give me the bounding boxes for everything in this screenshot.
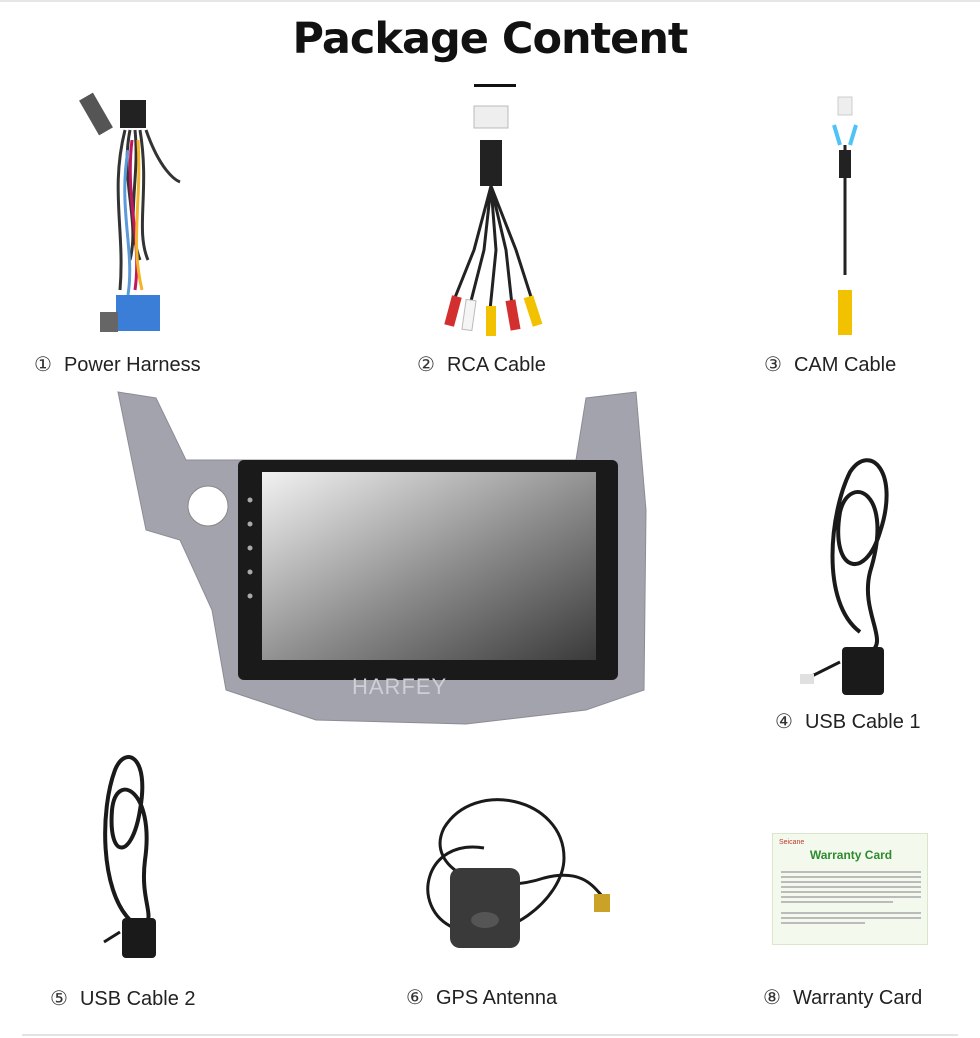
- car-radio-unit-image: [117, 391, 647, 725]
- caption-cam-cable: ③ CAM Cable: [764, 352, 896, 377]
- caption-usb-cable-1: ④ USB Cable 1: [775, 709, 921, 734]
- item-label: GPS Antenna: [435, 987, 558, 1009]
- item-label: USB Cable 1: [804, 711, 921, 733]
- item-number: ⑥: [406, 985, 424, 1009]
- caption-power-harness: ① Power Harness: [34, 352, 201, 377]
- caption-rca-cable: ② RCA Cable: [417, 352, 546, 377]
- item-label: Power Harness: [63, 354, 201, 376]
- caption-warranty-card: ⑧ Warranty Card: [763, 985, 922, 1010]
- warranty-card-text-lines: [781, 868, 921, 927]
- rca-cable-image: [444, 105, 543, 336]
- item-number: ③: [764, 352, 782, 376]
- caption-usb-cable-2: ⑤ USB Cable 2: [50, 986, 196, 1011]
- page-title: Package Content: [292, 14, 689, 64]
- item-number: ④: [775, 709, 793, 733]
- gps-antenna-image: [426, 798, 610, 948]
- item-number: ②: [417, 352, 435, 376]
- usb-cable-2-image: [103, 755, 156, 958]
- cam-cable-image: [832, 96, 858, 335]
- item-number: ⑧: [763, 985, 781, 1009]
- item-number: ①: [34, 352, 52, 376]
- caption-gps-antenna: ⑥ GPS Antenna: [406, 985, 557, 1010]
- power-harness-image: [79, 92, 181, 332]
- bottom-divider: [22, 1034, 958, 1036]
- top-divider: [0, 0, 980, 2]
- warranty-card-heading: Warranty Card: [809, 848, 893, 862]
- item-label: CAM Cable: [793, 354, 897, 376]
- item-number: ⑤: [50, 986, 68, 1010]
- item-label: Warranty Card: [792, 987, 923, 1009]
- title-underline: [474, 84, 516, 87]
- item-label: RCA Cable: [446, 354, 546, 376]
- warranty-card-image: Seicane Warranty Card: [772, 833, 928, 945]
- item-label: USB Cable 2: [79, 988, 196, 1010]
- usb-cable-1-image: [800, 458, 889, 695]
- radio-brand-watermark: HARFEY: [352, 674, 448, 699]
- warranty-card-brand: Seicane: [779, 839, 805, 846]
